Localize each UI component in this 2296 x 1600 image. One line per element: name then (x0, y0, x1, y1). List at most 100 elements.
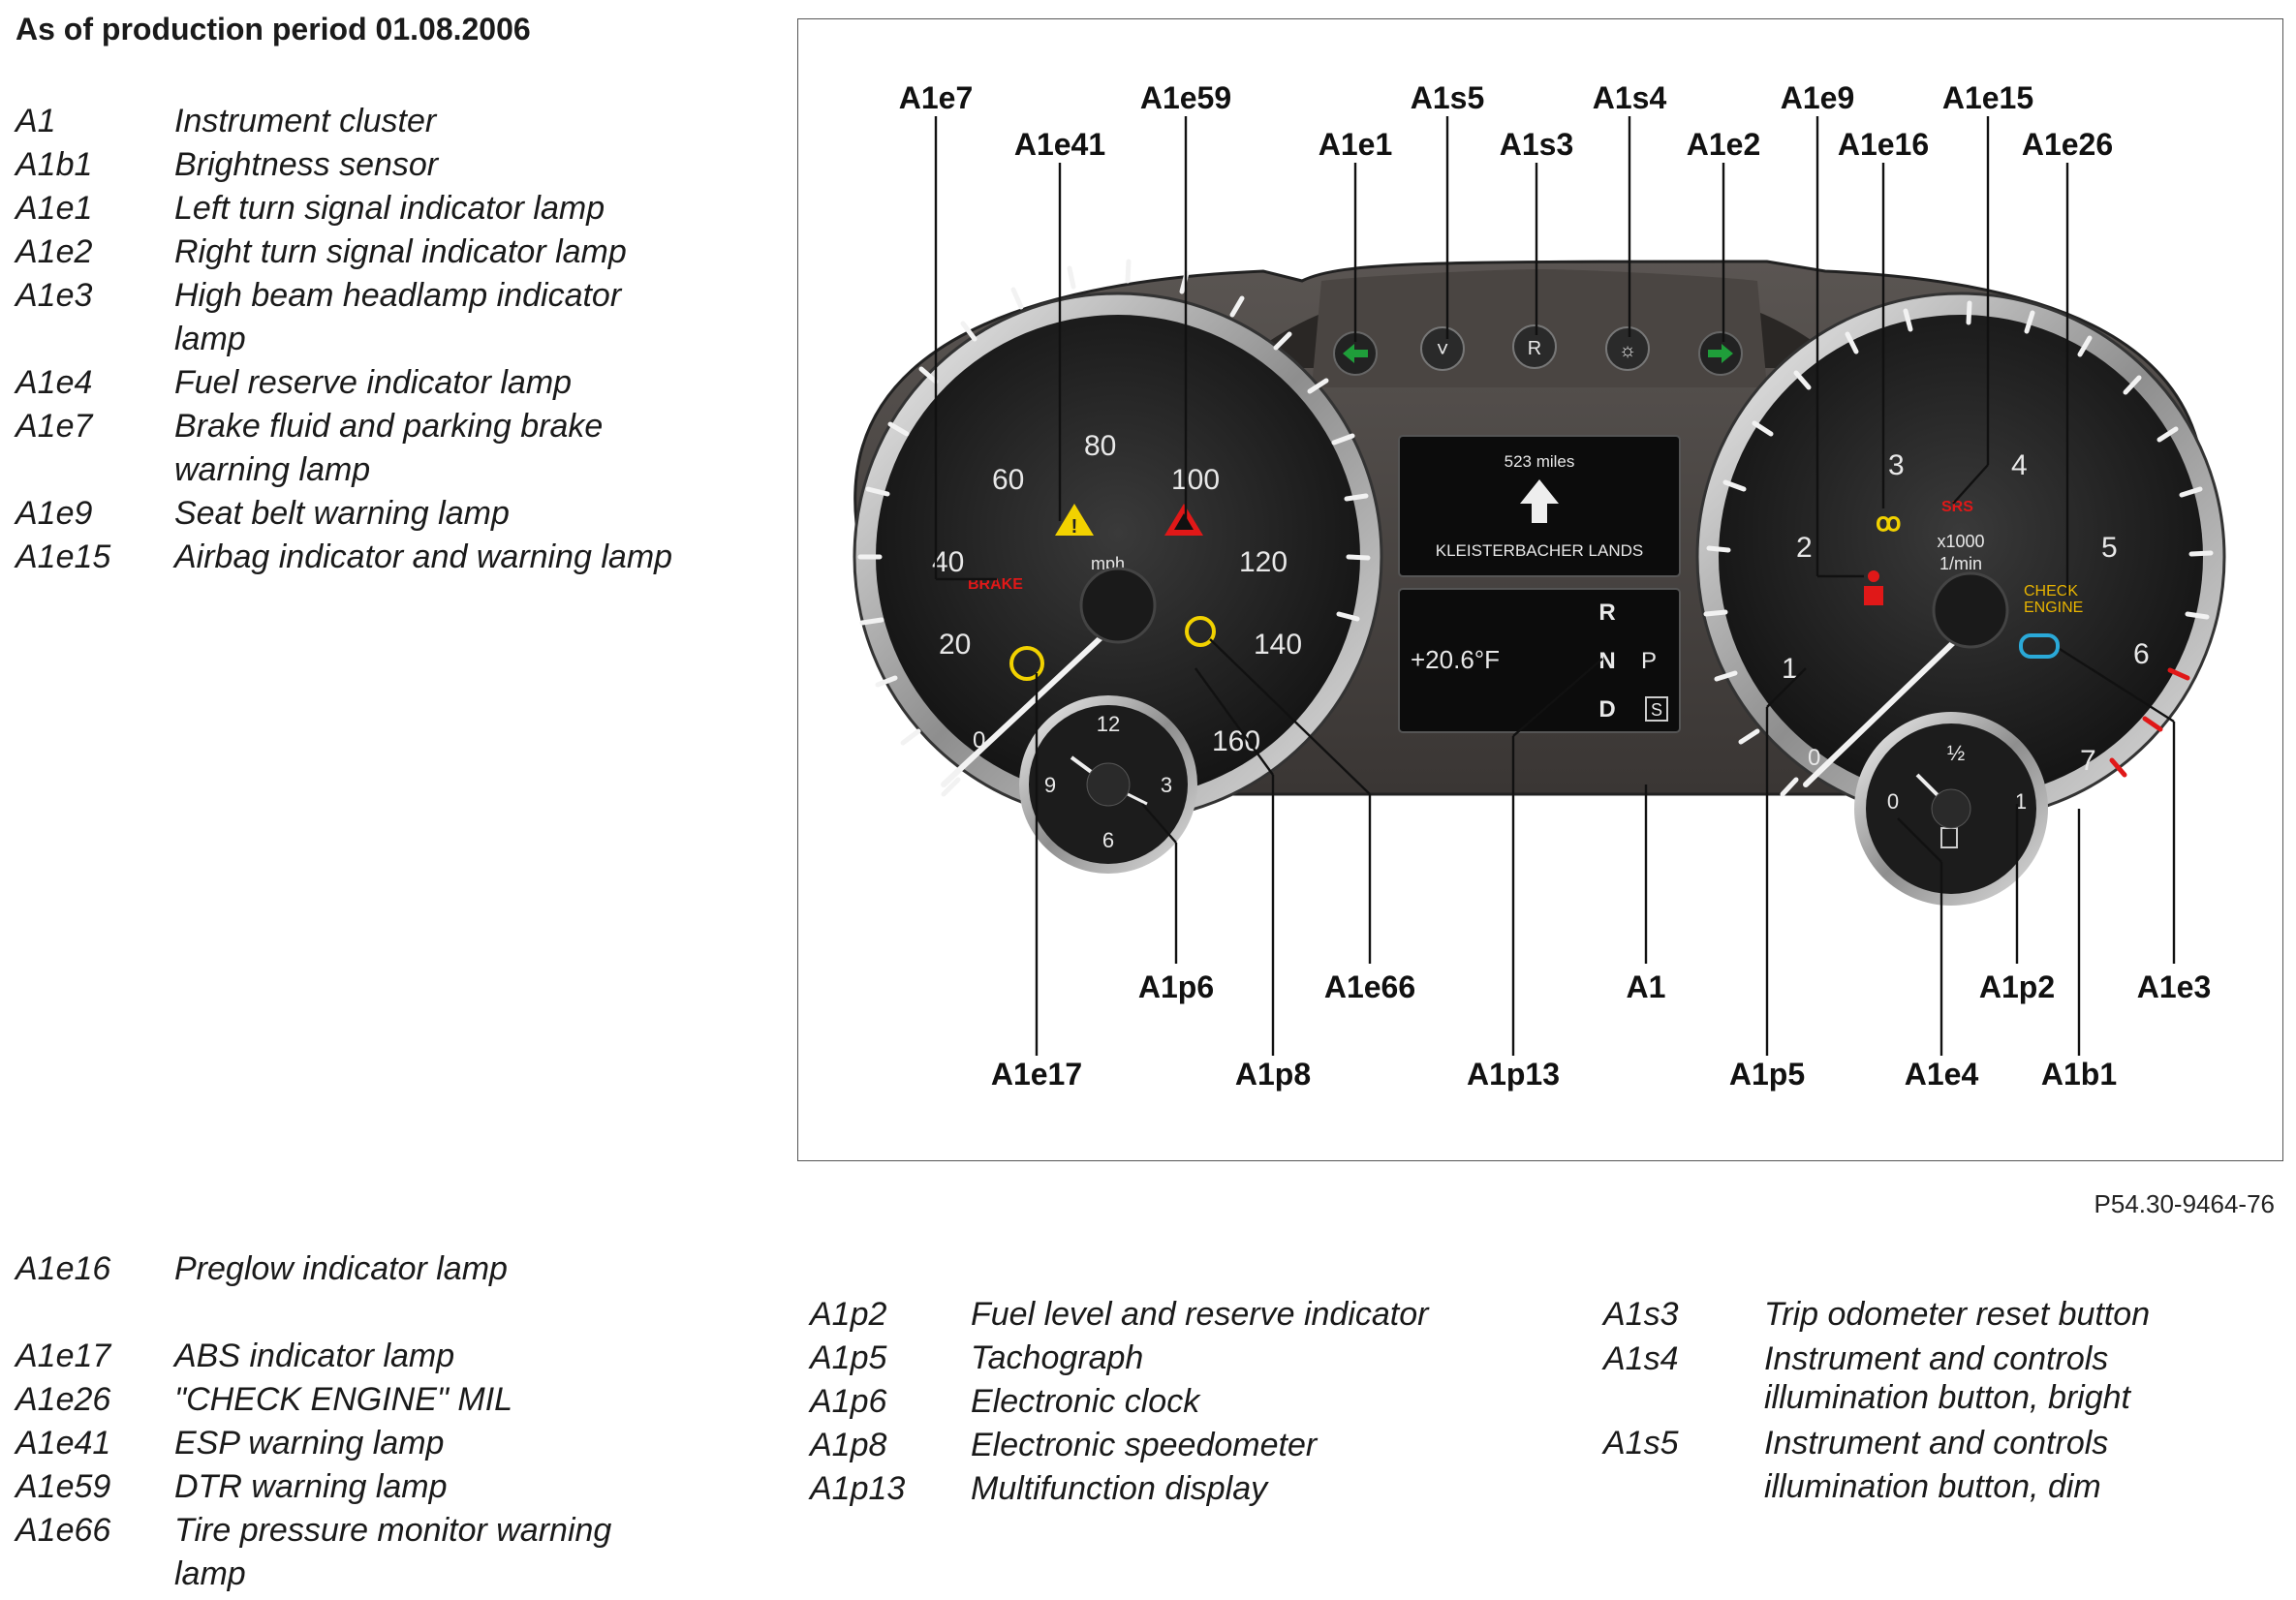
cluster-illustration: ˅ R ☼ 20 40 60 80 100 120 140 160 mph 0 (853, 80, 2226, 1092)
srs-indicator-text: SRS (1941, 499, 1973, 515)
legend-desc: High beam headlamp indicator lamp (174, 277, 622, 357)
legend-code: A1 (16, 103, 56, 139)
clock-label: 12 (1097, 712, 1120, 736)
callout-a1b1: A1b1 (2041, 1057, 2117, 1092)
dtr-warning-inner (1174, 513, 1194, 530)
legend-item: A1e17 ABS indicator lamp (16, 1335, 694, 1378)
legend-code: A1p8 (810, 1427, 887, 1463)
esp-warning-icon (1055, 504, 1094, 536)
callout-a1p8: A1p8 (1235, 1057, 1311, 1092)
callout-a1p13: A1p13 (1467, 1057, 1560, 1092)
bright-button-icon: ☼ (1619, 340, 1636, 361)
legend-code: A1b1 (16, 146, 93, 183)
legend-item: A1 Instrument cluster (16, 100, 713, 143)
legend-item: A1e16 Preglow indicator lamp (16, 1247, 694, 1291)
legend-desc: Electronic speedometer (971, 1427, 1318, 1463)
reset-button[interactable] (1512, 324, 1557, 369)
legend-code: A1e17 (16, 1338, 111, 1374)
fuel-hub (1931, 788, 1971, 829)
figure-reference: P54.30-9464-76 (2094, 1189, 2275, 1218)
legend-item: A1e3 High beam headlamp indicator lamp (16, 274, 713, 361)
dim-button-icon: ˅ (1437, 337, 1449, 361)
legend-desc: ABS indicator lamp (174, 1338, 455, 1374)
preglow-indicator-icon: ꝏ (1876, 508, 1901, 537)
legend-desc: Seat belt warning lamp (174, 495, 510, 532)
nav-distance: 523 miles (1505, 452, 1575, 471)
tacho-label: 2 (1796, 532, 1813, 564)
legend-code: A1s4 (1603, 1340, 1679, 1377)
bright-button[interactable] (1605, 326, 1650, 371)
multifunction-display-bottom (1398, 588, 1681, 733)
check-engine-text: CHECK (2024, 583, 2078, 600)
callout-a1e59: A1e59 (1140, 80, 1231, 115)
page-heading: As of production period 01.08.2006 (16, 12, 531, 46)
legend-code: A1p13 (810, 1470, 906, 1507)
legend-desc: Right turn signal indicator lamp (174, 233, 627, 270)
callout-a1e41: A1e41 (1014, 127, 1105, 162)
legend-code: A1e3 (16, 277, 93, 314)
callout-leaders (934, 116, 2176, 1056)
speedometer-face (876, 315, 1360, 799)
tachometer-face (1719, 315, 2203, 799)
tachometer-ticks (1703, 300, 2214, 797)
esp-warning-mark: ! (1071, 516, 1078, 538)
right-turn-arrow-icon (1708, 344, 1733, 363)
legend-code: A1e7 (16, 408, 93, 445)
speedo-label: 80 (1084, 430, 1116, 462)
tachometer-hub (1932, 571, 2009, 649)
legend-code: A1e59 (16, 1468, 111, 1505)
tacho-label: 6 (2133, 638, 2150, 670)
legend-desc: Tachograph (971, 1339, 1144, 1376)
clock-hub (1086, 762, 1131, 807)
fuel-label: 0 (1887, 789, 1899, 814)
callout-a1p6: A1p6 (1138, 969, 1214, 1004)
tacho-label: 7 (2080, 745, 2096, 777)
legend-desc: Fuel level and reserve indicator (971, 1296, 1429, 1333)
speedometer-ticks (857, 259, 1371, 797)
legend-desc: Preglow indicator lamp (174, 1250, 508, 1287)
callout-a1e16: A1e16 (1838, 127, 1929, 162)
outside-temperature: +20.6°F (1411, 645, 1500, 674)
legend-desc: Multifunction display (971, 1470, 1268, 1507)
callout-a1e2: A1e2 (1687, 127, 1761, 162)
legend-desc: ESP warning lamp (174, 1425, 445, 1462)
callout-a1e4: A1e4 (1905, 1057, 1979, 1092)
callout-a1: A1 (1627, 969, 1666, 1004)
gear-indicator: R (1598, 600, 1615, 626)
tacho-label: 3 (1888, 449, 1905, 481)
gear-indicator: D (1598, 696, 1615, 723)
dim-button[interactable] (1420, 326, 1465, 371)
tacho-unit: x1000 (1937, 532, 1984, 551)
legend-code: A1s3 (1603, 1296, 1679, 1333)
legend-item: A1e26"CHECK ENGINE" MIL (16, 1378, 694, 1422)
tachometer-redline (2109, 667, 2190, 778)
legend-code: A1e16 (16, 1250, 111, 1287)
legend-code: A1e26 (16, 1381, 111, 1418)
legend-code: A1p2 (810, 1296, 887, 1333)
legend-item: A1e1 Left turn signal indicator lamp (16, 187, 713, 231)
legend-code: A1p5 (810, 1339, 887, 1376)
legend-desc: Instrument cluster (174, 103, 437, 139)
callout-a1e1: A1e1 (1319, 127, 1393, 162)
tacho-label: 5 (2101, 532, 2118, 564)
speedo-label: 100 (1171, 464, 1220, 496)
callout-a1e17: A1e17 (991, 1057, 1082, 1092)
legend-secondary: A1e16 Preglow indicator lamp A1e17 ABS ind… (16, 1247, 694, 1596)
legend-desc: Instrument and controls illumination but… (1764, 1425, 2109, 1505)
legend-code: A1e1 (16, 190, 93, 227)
legend-item: A1p8 Electronic speedometer (810, 1424, 1449, 1467)
tacho-label: 1 (1782, 653, 1798, 685)
abs-indicator-icon (1009, 646, 1044, 681)
legend-item: A1p2 Fuel level and reserve indicator (810, 1293, 1449, 1337)
nav-street: KLEISTERBACHER LANDS (1436, 541, 1643, 560)
legend-code: A1e15 (16, 538, 111, 575)
legend-desc: Left turn signal indicator lamp (174, 190, 605, 227)
